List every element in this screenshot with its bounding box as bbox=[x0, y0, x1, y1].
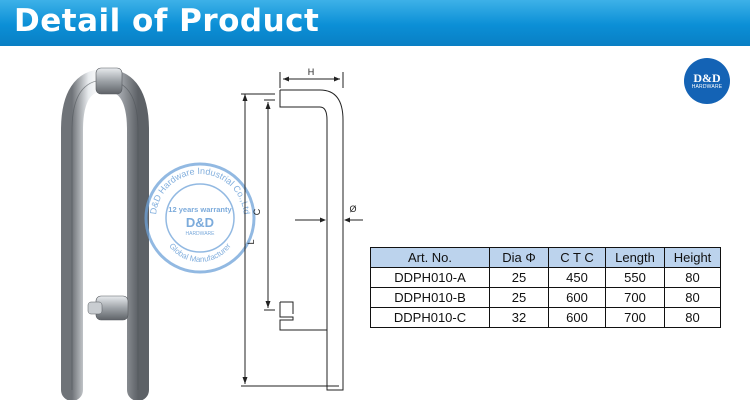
table-row: DDPH010-B 25 600 700 80 bbox=[370, 287, 721, 308]
table-row: DDPH010-C 32 600 700 80 bbox=[370, 307, 721, 328]
spec-table-header: Art. No. Dia Φ C T C Length Height bbox=[370, 247, 721, 268]
logo-brand: D&D bbox=[693, 70, 721, 85]
dim-label-dia: Ø bbox=[349, 204, 356, 214]
cell-ctc: 450 bbox=[548, 267, 606, 288]
cell-height: 80 bbox=[664, 287, 721, 308]
cell-art-no: DDPH010-B bbox=[370, 287, 490, 308]
col-ctc: C T C bbox=[548, 247, 606, 268]
spec-table: Art. No. Dia Φ C T C Length Height DDPH0… bbox=[370, 247, 721, 328]
table-row: DDPH010-A 25 450 550 80 bbox=[370, 267, 721, 288]
cell-length: 550 bbox=[605, 267, 665, 288]
dim-label-h: H bbox=[308, 67, 315, 77]
stamp-warranty: 12 years warranty bbox=[168, 205, 232, 214]
stamp-sub: HARDWARE bbox=[186, 231, 216, 237]
header-banner: Detail of Product bbox=[0, 0, 750, 46]
cell-art-no: DDPH010-A bbox=[370, 267, 490, 288]
dim-label-l: L bbox=[246, 239, 256, 244]
col-art-no: Art. No. bbox=[370, 247, 490, 268]
cell-art-no: DDPH010-C bbox=[370, 307, 490, 328]
cell-height: 80 bbox=[664, 267, 721, 288]
cell-length: 700 bbox=[605, 307, 665, 328]
product-image bbox=[61, 67, 149, 400]
cell-dia: 32 bbox=[489, 307, 549, 328]
cell-ctc: 600 bbox=[548, 307, 606, 328]
logo-sub: HARDWARE bbox=[691, 83, 723, 90]
cell-dia: 25 bbox=[489, 287, 549, 308]
col-height: Height bbox=[664, 247, 721, 268]
col-dia: Dia Φ bbox=[489, 247, 549, 268]
technical-drawing: H C L Ø bbox=[241, 67, 363, 391]
cell-ctc: 600 bbox=[548, 287, 606, 308]
cell-dia: 25 bbox=[489, 267, 549, 288]
warranty-stamp: D&D Hardware Industrial Co.,Ltd 12 years… bbox=[144, 162, 256, 274]
col-length: Length bbox=[605, 247, 665, 268]
page-title: Detail of Product bbox=[14, 3, 320, 39]
cell-height: 80 bbox=[664, 307, 721, 328]
stamp-brand: D&D bbox=[186, 215, 214, 230]
brand-logo: D&D HARDWARE bbox=[684, 58, 730, 104]
dim-label-c: C bbox=[252, 208, 262, 215]
cell-length: 700 bbox=[605, 287, 665, 308]
